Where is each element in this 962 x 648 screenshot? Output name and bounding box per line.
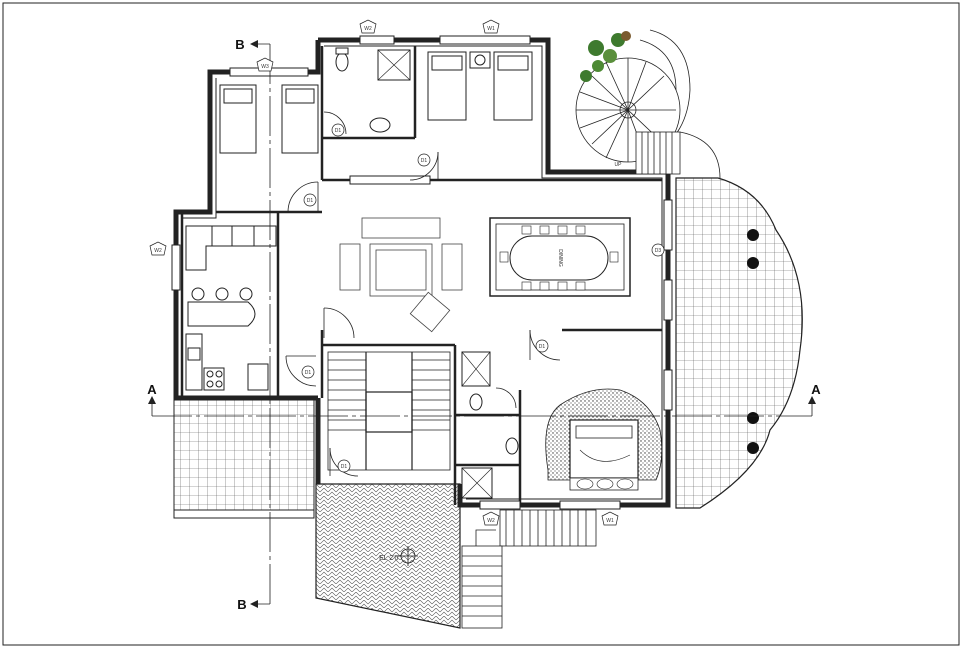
balcony-parapet <box>173 509 315 519</box>
section-lines <box>151 43 813 605</box>
door-tag: D1 <box>305 370 312 376</box>
door-tag: D3 <box>655 248 662 254</box>
window-tag: W2 <box>364 26 372 32</box>
window-tag: W1 <box>487 26 495 32</box>
terrace-tiled <box>675 177 803 509</box>
planter-greenery <box>580 31 631 82</box>
spiral-staircase <box>575 29 721 179</box>
terrace-column <box>747 229 759 241</box>
window-tag: W2 <box>487 518 495 524</box>
kitchen-counters <box>185 225 277 391</box>
top-toilet <box>335 47 411 133</box>
section-arrows <box>148 40 816 608</box>
bedroom-2-beds <box>427 51 533 121</box>
section-a-right: A <box>811 382 821 397</box>
section-b-top: B <box>235 37 244 52</box>
main-staircase <box>327 351 451 471</box>
door-tag: D1 <box>421 158 428 164</box>
window-tag: W2 <box>154 248 162 254</box>
terrace-column <box>747 442 759 454</box>
section-b-bottom: B <box>237 597 246 612</box>
door-tag: D1 <box>307 198 314 204</box>
terrace-column <box>747 412 759 424</box>
dining-label: DINING <box>557 249 563 267</box>
dining-table: DINING <box>489 217 631 297</box>
left-balcony-tiled <box>173 399 315 511</box>
stair-up-label: UP <box>615 162 623 168</box>
entrance-deck <box>315 483 461 629</box>
window-tag: W3 <box>261 64 269 70</box>
windows <box>171 35 673 510</box>
living-room-sofa-set <box>339 217 463 333</box>
door-tag: D1 <box>341 464 348 470</box>
window-tag-shapes <box>149 19 619 526</box>
level-marker <box>398 546 418 566</box>
bottom-bedroom <box>545 388 663 491</box>
bedroom-1-beds <box>219 84 319 154</box>
bottom-toilet <box>461 351 519 499</box>
terrace-column <box>747 257 759 269</box>
door-tag: D1 <box>335 128 342 134</box>
door-tag: D1 <box>539 344 546 350</box>
door-tag-shapes <box>301 123 665 473</box>
window-tag: W1 <box>606 518 614 524</box>
entrance-steps <box>461 509 597 629</box>
level-label: EL 2'0" <box>379 555 401 562</box>
section-a-left: A <box>147 382 157 397</box>
